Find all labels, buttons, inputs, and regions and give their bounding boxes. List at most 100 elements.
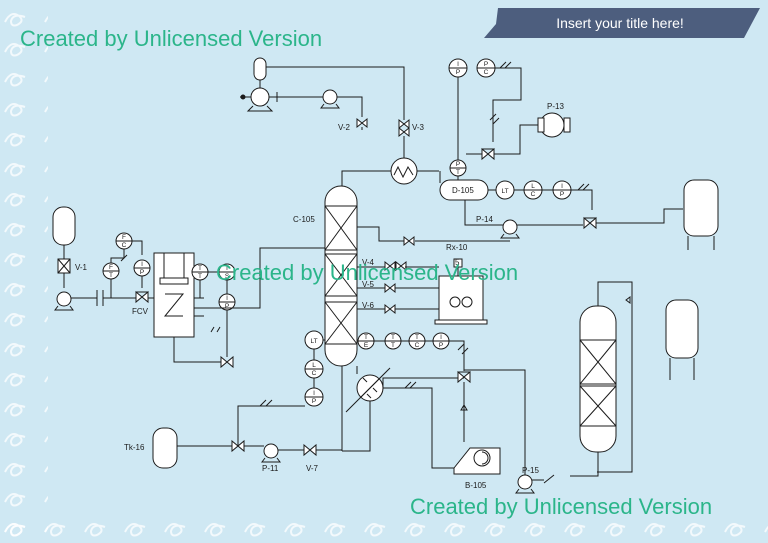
valve-v3[interactable]: [398, 118, 410, 138]
title-banner[interactable]: Insert your title here!: [484, 8, 760, 38]
label-b105: B-105: [465, 481, 487, 490]
ip-instrument-column: [304, 387, 324, 407]
valve-v6[interactable]: [384, 303, 396, 315]
label-v1: V-1: [75, 263, 88, 272]
valve-v7[interactable]: [303, 443, 317, 457]
vessel-left[interactable]: [52, 206, 76, 246]
condenser[interactable]: [390, 157, 418, 185]
watermark-bottom-right: Created by Unlicensed Version: [410, 494, 712, 519]
ip-top-letter-2: P: [456, 69, 460, 76]
ip-row-letter-2: P: [439, 342, 443, 349]
tc-row-letter-2: C: [415, 342, 420, 349]
ip-left-letter-2: P: [140, 269, 144, 276]
valve-v4[interactable]: [384, 260, 407, 272]
valve-v2[interactable]: [356, 117, 368, 129]
label-rx10: Rx-10: [446, 243, 468, 252]
furnace[interactable]: [153, 252, 195, 338]
valve-v1[interactable]: [57, 258, 71, 274]
fc-left-letter-1: F: [122, 234, 126, 241]
ip-furnace-letter-1: I: [226, 295, 228, 302]
ft-left-letter-2: T: [109, 272, 113, 279]
ts-instrument-furnace: [218, 263, 236, 281]
lt-d105-text: LT: [501, 188, 508, 195]
control-valve-fcv[interactable]: [135, 290, 149, 304]
lc-column-letter-1: L: [312, 362, 316, 369]
pt-letter-2: T: [456, 169, 460, 176]
ip-row-letter-1: I: [440, 334, 442, 341]
pt-letter-1: P: [456, 161, 460, 168]
ip-top-letter-1: I: [457, 61, 459, 68]
tt-instrument-furnace: [191, 263, 209, 281]
boiler-b105[interactable]: [453, 447, 501, 475]
pc-top-letter-1: P: [484, 61, 488, 68]
label-v7: V-7: [306, 464, 319, 473]
title-text: Insert your title here!: [556, 15, 684, 31]
label-p11: P-11: [262, 464, 279, 473]
control-valve-reboiler[interactable]: [457, 370, 471, 384]
ts-furnace-letter-1: T: [225, 265, 229, 272]
fc-left-letter-2: C: [122, 242, 127, 249]
te-letter-2: E: [364, 342, 369, 349]
tt-row-letter-2: T: [391, 342, 395, 349]
lt-column-text: LT: [310, 338, 317, 345]
label-d105: D-105: [452, 186, 474, 195]
tank-tk16[interactable]: [152, 427, 178, 469]
tc-instrument-row: [408, 332, 426, 350]
pc-instrument-top: [476, 58, 496, 78]
feed-tank-top[interactable]: [253, 57, 267, 81]
label-c105: C-105: [293, 215, 315, 224]
pump-left[interactable]: [54, 291, 74, 311]
ip-column-letter-2: P: [312, 398, 316, 405]
valve-v5[interactable]: [384, 282, 396, 294]
lc-d105-letter-1: L: [531, 183, 535, 190]
label-v6: V-6: [362, 301, 375, 310]
storage-tank-right-lower[interactable]: [665, 299, 699, 380]
pump-p14[interactable]: [500, 219, 520, 239]
ip-furnace-letter-2: P: [225, 303, 229, 310]
label-tk16: Tk-16: [124, 443, 145, 452]
pump-p11[interactable]: [261, 443, 281, 463]
bottom-border-decoration: [0, 512, 768, 543]
label-v3: V-3: [412, 123, 425, 132]
label-fcv: FCV: [132, 307, 149, 316]
column-c105[interactable]: [324, 185, 358, 367]
ip-d105-letter-1: I: [561, 183, 563, 190]
label-v4: V-4: [362, 258, 375, 267]
pump-p15[interactable]: [515, 474, 535, 494]
ts-furnace-letter-2: S: [225, 273, 230, 280]
label-p13: P-13: [547, 102, 564, 111]
valve-p14-discharge[interactable]: [583, 216, 597, 230]
tt-row-letter-1: T: [391, 334, 395, 341]
valve-tk16[interactable]: [231, 439, 245, 453]
ft-left-letter-1: F: [109, 264, 113, 271]
watermark-top-left: Created by Unlicensed Version: [20, 26, 322, 51]
lc-d105-letter-2: C: [531, 191, 536, 198]
label-p15: P-15: [522, 466, 539, 475]
tt-furnace-letter-1: T: [198, 265, 202, 272]
column-right[interactable]: [579, 305, 617, 453]
pump-top[interactable]: [240, 87, 274, 112]
label-rx10-number: 5: [455, 258, 460, 267]
valve-rx-feed[interactable]: [403, 235, 415, 247]
lc-instrument-column: [304, 359, 324, 379]
te-letter-1: T: [364, 334, 368, 341]
pc-top-letter-2: C: [484, 69, 489, 76]
reboiler[interactable]: [345, 367, 391, 413]
pump-top-small[interactable]: [320, 89, 340, 109]
storage-tank-right[interactable]: [683, 179, 719, 250]
ip-column-letter-1: I: [313, 390, 315, 397]
lc-column-letter-2: C: [312, 370, 317, 377]
left-border-decoration: [0, 0, 48, 543]
control-valve-p13[interactable]: [481, 147, 495, 161]
label-v2: V-2: [338, 123, 351, 132]
control-valve-furnace[interactable]: [220, 355, 234, 369]
tc-row-letter-1: T: [415, 334, 419, 341]
tt-furnace-letter-2: T: [198, 273, 202, 280]
label-v5: V-5: [362, 280, 375, 289]
watermark-center: Created by Unlicensed Version: [216, 260, 518, 285]
ip-left-letter-1: I: [141, 261, 143, 268]
ip-d105-letter-2: P: [560, 191, 564, 198]
reactor-rx10[interactable]: [434, 258, 488, 325]
pump-p13[interactable]: [537, 112, 571, 138]
